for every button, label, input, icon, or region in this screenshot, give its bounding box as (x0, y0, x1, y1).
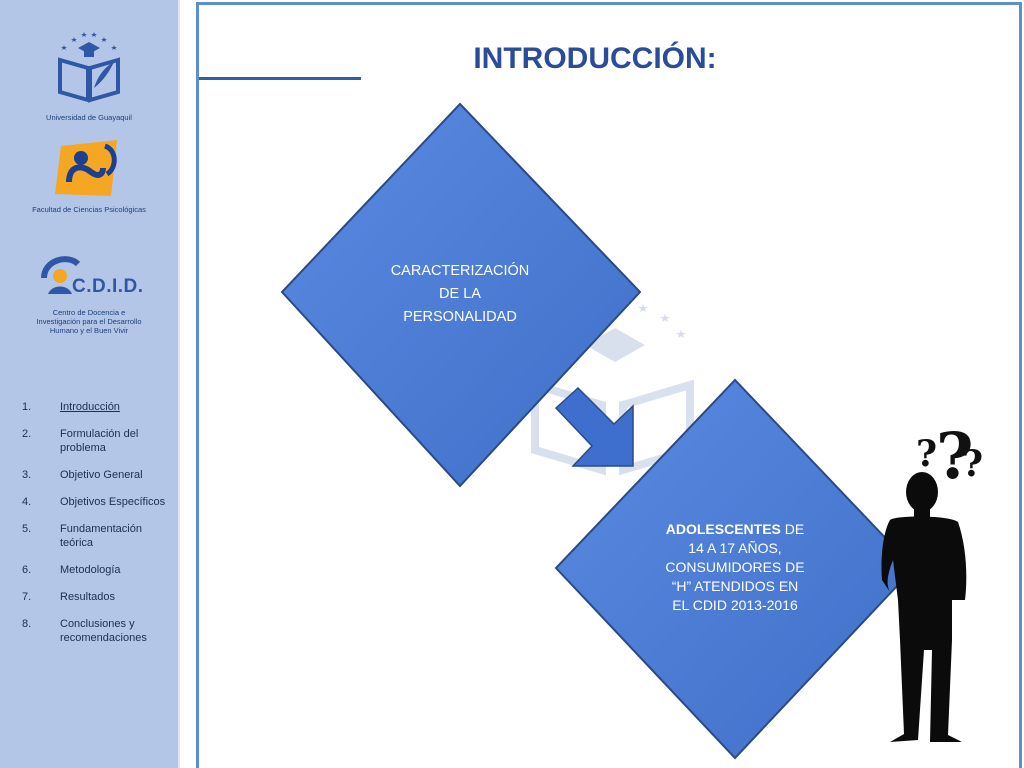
agenda-item-metodologia[interactable]: 6. Metodología (22, 563, 172, 577)
agenda-label: Metodología (60, 564, 121, 576)
sidebar (0, 0, 178, 768)
agenda-label: Objetivos Específicos (60, 496, 166, 508)
agenda-label: Objetivo General (60, 469, 143, 481)
diamond-adolescentes-label: ADOLESCENTES DE 14 A 17 AÑOS, CONSUMIDOR… (640, 520, 830, 615)
agenda-label: Fundamentación teórica (60, 523, 142, 549)
svg-text:?: ? (916, 433, 937, 475)
diamond-text-line: DE (780, 521, 805, 537)
cdid-wordmark: C.D.I.D. (72, 276, 144, 297)
faculty-logo: Facultad de Ciencias Psicológicas (0, 138, 178, 214)
diamond-text-line: CONSUMIDORES DE (665, 559, 805, 575)
cdid-logo: C.D.I.D. Centro de Docencia e Investigac… (0, 248, 178, 335)
sidebar-divider (178, 0, 180, 768)
faculty-emblem-icon (55, 140, 117, 196)
diamond-text-line: DE LA (439, 286, 481, 302)
agenda-item-formulacion[interactable]: 2. Formulación del problema (22, 427, 172, 455)
diamond-text-line: “H” ATENDIDOS EN (671, 578, 799, 594)
diamond-text-bold: ADOLESCENTES (665, 521, 781, 537)
page-title: INTRODUCCIÓN: (473, 42, 717, 75)
svg-text:?: ? (962, 443, 983, 485)
agenda-number: 3. (22, 469, 32, 481)
agenda-number: 4. (22, 496, 32, 508)
diamond-text-line: 14 A 17 AÑOS, (688, 540, 782, 556)
title-rule (199, 77, 361, 80)
diamond-adolescentes (554, 378, 916, 760)
question-marks-icon: ? ? ? (916, 419, 983, 494)
agenda-number: 7. (22, 591, 32, 603)
diamond-caracterizacion-label: CARACTERIZACIÓN DE LA PERSONALIDAD (370, 260, 550, 329)
content-frame (196, 2, 1022, 768)
agenda-item-objetivos-especificos[interactable]: 4. Objetivos Específicos (22, 495, 172, 509)
agenda-item-resultados[interactable]: 7. Resultados (22, 590, 172, 604)
university-book-icon (58, 32, 120, 103)
faculty-caption: Facultad de Ciencias Psicológicas (32, 205, 146, 214)
arrow-down-right-icon (554, 386, 634, 467)
diamond-text-line: EL CDID 2013-2016 (672, 597, 798, 613)
agenda-number: 2. (22, 428, 32, 440)
cdid-caption-line: Humano y el Buen Vivir (49, 326, 129, 335)
agenda-item-introduccion[interactable]: 1. Introducción (22, 400, 172, 414)
agenda-label: Formulación del problema (60, 428, 139, 454)
cdid-emblem-icon (41, 256, 81, 294)
agenda-item-fundamentacion[interactable]: 5. Fundamentación teórica (22, 522, 172, 550)
agenda-list: 1. Introducción 2. Formulación del problem… (22, 400, 172, 658)
person-silhouette-icon (881, 472, 967, 742)
agenda-label: Resultados (60, 591, 116, 603)
diamond-caracterizacion (280, 102, 642, 488)
university-logo: Universidad de Guayaquil (0, 30, 178, 122)
agenda-number: 1. (22, 401, 32, 413)
agenda-number: 5. (22, 523, 32, 535)
svg-text:?: ? (936, 419, 974, 494)
watermark-stars (638, 304, 686, 338)
agenda-item-objetivo-general[interactable]: 3. Objetivo General (22, 468, 172, 482)
cdid-caption-line: Centro de Docencia e (52, 308, 126, 317)
agenda-number: 6. (22, 564, 32, 576)
diamond-text-line: CARACTERIZACIÓN (390, 263, 530, 279)
agenda-item-conclusiones[interactable]: 8. Conclusiones y recomendaciones (22, 617, 172, 645)
university-caption: Universidad de Guayaquil (46, 113, 132, 122)
diamond-text-line: PERSONALIDAD (403, 309, 517, 325)
cdid-caption-line: Investigación para el Desarrollo (36, 317, 142, 326)
agenda-number: 8. (22, 618, 32, 630)
agenda-label: Conclusiones y recomendaciones (60, 618, 147, 644)
agenda-label: Introducción (60, 401, 120, 413)
